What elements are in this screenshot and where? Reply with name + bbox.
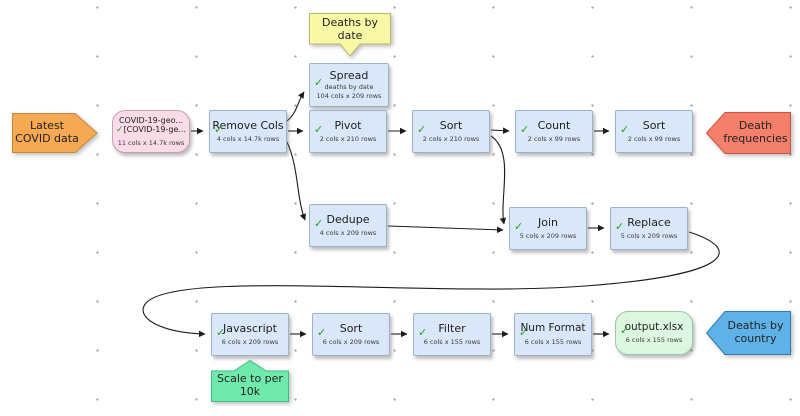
- note-deaths-by-date[interactable]: Deaths by date: [309, 13, 391, 57]
- check-icon: ✓: [520, 122, 530, 136]
- node-filter[interactable]: ✓ Filter 6 cols x 155 rows: [413, 313, 491, 356]
- node-pivot[interactable]: ✓ Pivot 2 cols x 210 rows: [309, 110, 387, 153]
- wire-replace-javascript: [142, 231, 720, 338]
- node-subtitle: deaths by date: [324, 83, 374, 92]
- input-file-name-1: COVID-19-geo...: [118, 115, 184, 125]
- node-title: Sort: [439, 119, 463, 133]
- input-marker-label: Latest COVID data: [15, 119, 79, 145]
- node-stats: 2 cols x 210 rows: [422, 134, 480, 143]
- node-join[interactable]: ✓ Join 5 cols x 209 rows: [509, 207, 587, 250]
- node-title: output.xlsx: [624, 320, 684, 333]
- check-icon: ✓: [417, 122, 427, 136]
- node-stats: 6 cols x 155 rows: [524, 337, 582, 346]
- node-sort-1[interactable]: ✓ Sort 2 cols x 210 rows: [412, 110, 490, 153]
- check-icon: ✓: [314, 122, 324, 136]
- wire-dedupe-join: [387, 225, 504, 234]
- check-icon: ✓: [615, 219, 625, 233]
- output-marker-deaths-by-country[interactable]: Deaths by country: [706, 311, 791, 355]
- check-icon: ✓: [216, 325, 226, 339]
- node-title: Count: [537, 119, 571, 133]
- node-stats: 5 cols x 209 rows: [519, 231, 577, 240]
- output-marker-death-frequencies[interactable]: Death frequencies: [706, 112, 791, 154]
- check-icon: ✓: [620, 324, 630, 338]
- note-label: Deaths by date: [322, 15, 378, 42]
- check-icon: ✓: [116, 125, 124, 136]
- wire-removecols-dedupe: [286, 141, 306, 221]
- node-stats: 6 cols x 155 rows: [625, 336, 683, 344]
- node-title: Javascript: [223, 322, 277, 336]
- wire-sort-count: [490, 127, 510, 134]
- node-title: Spread: [329, 68, 369, 82]
- wire-removecols-spread: [286, 91, 305, 122]
- node-javascript[interactable]: ✓ Javascript 6 cols x 209 rows: [211, 313, 289, 356]
- node-output-file[interactable]: ✓ output.xlsx 6 cols x 155 rows: [615, 311, 693, 355]
- node-dedupe[interactable]: ✓ Dedupe 4 cols x 209 rows: [309, 204, 387, 247]
- node-stats: 5 cols x 209 rows: [620, 231, 678, 240]
- node-title: Num Format: [520, 322, 586, 335]
- node-stats: 6 cols x 155 rows: [423, 337, 481, 346]
- node-stats: 2 cols x 99 rows: [527, 134, 581, 143]
- node-sort-3[interactable]: ✓ Sort 6 cols x 209 rows: [312, 313, 390, 356]
- node-title: Replace: [627, 216, 671, 230]
- output-marker-label: Death frequencies: [723, 119, 788, 145]
- node-remove-cols[interactable]: ✓ Remove Cols 4 cols x 14.7k rows: [209, 110, 287, 153]
- node-stats: 2 cols x 99 rows: [627, 134, 681, 143]
- node-stats: 6 cols x 209 rows: [322, 337, 380, 346]
- node-stats: 4 cols x 209 rows: [319, 228, 377, 237]
- node-title: Sort: [339, 322, 363, 336]
- check-icon: ✓: [214, 122, 224, 136]
- check-icon: ✓: [314, 76, 324, 90]
- node-title: Dedupe: [326, 213, 370, 227]
- node-sort-2[interactable]: ✓ Sort 2 cols x 99 rows: [615, 110, 693, 153]
- check-icon: ✓: [418, 325, 428, 339]
- node-title: Filter: [438, 322, 466, 336]
- node-title: Join: [537, 216, 558, 230]
- check-icon: ✓: [620, 122, 630, 136]
- input-file-name-2: ✓[COVID-19-ge...: [116, 125, 186, 136]
- output-marker-label: Deaths by country: [727, 319, 784, 345]
- note-label: Scale to per 10k: [217, 371, 283, 398]
- node-num-format[interactable]: ✓ Num Format 6 cols x 155 rows: [514, 313, 592, 356]
- node-spread[interactable]: ✓ Spread deaths by date 104 cols x 209 r…: [309, 63, 389, 107]
- node-input-file[interactable]: COVID-19-geo... ✓[COVID-19-ge... 11 cols…: [112, 110, 190, 153]
- node-title: Pivot: [334, 119, 362, 133]
- wire-sort-join: [490, 135, 507, 225]
- node-stats: 4 cols x 14.7k rows: [216, 134, 280, 143]
- node-stats: 104 cols x 209 rows: [316, 92, 382, 101]
- node-stats: 2 cols x 210 rows: [319, 134, 377, 143]
- node-replace[interactable]: ✓ Replace 5 cols x 209 rows: [610, 207, 688, 250]
- node-stats: 6 cols x 209 rows: [221, 337, 279, 346]
- node-title: Remove Cols: [212, 119, 284, 133]
- node-count[interactable]: ✓ Count 2 cols x 99 rows: [515, 110, 593, 153]
- check-icon: ✓: [314, 216, 324, 230]
- node-stats: 11 cols x 14.7k rows: [117, 139, 185, 148]
- check-icon: ✓: [519, 325, 529, 339]
- check-icon: ✓: [317, 325, 327, 339]
- note-scale-to-per-10k[interactable]: Scale to per 10k: [211, 360, 289, 402]
- check-icon: ✓: [514, 219, 524, 233]
- node-title: Sort: [642, 119, 666, 133]
- input-marker-latest-covid-data[interactable]: Latest COVID data: [12, 113, 98, 153]
